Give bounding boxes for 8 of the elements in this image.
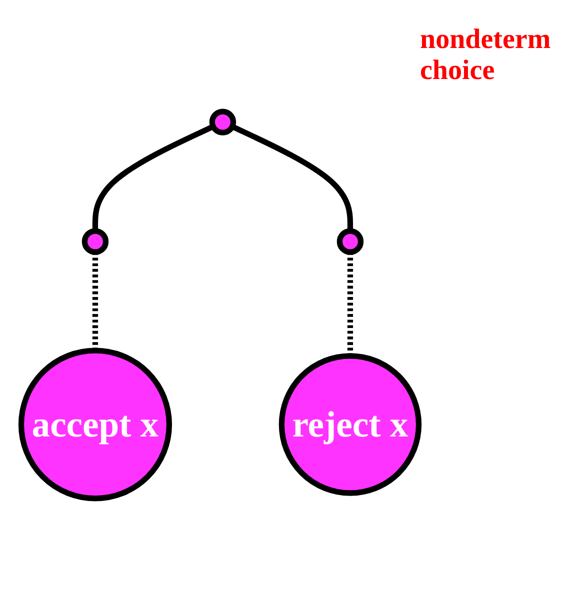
connector xyxy=(231,124,354,232)
node-circle: reject x xyxy=(278,353,422,496)
node-circle xyxy=(82,228,109,255)
node-circle: accept x xyxy=(18,348,172,502)
annotation-text: nondeterm choice xyxy=(420,25,552,87)
connector xyxy=(92,124,214,232)
node-circle xyxy=(336,228,364,255)
node-circle xyxy=(209,108,236,136)
